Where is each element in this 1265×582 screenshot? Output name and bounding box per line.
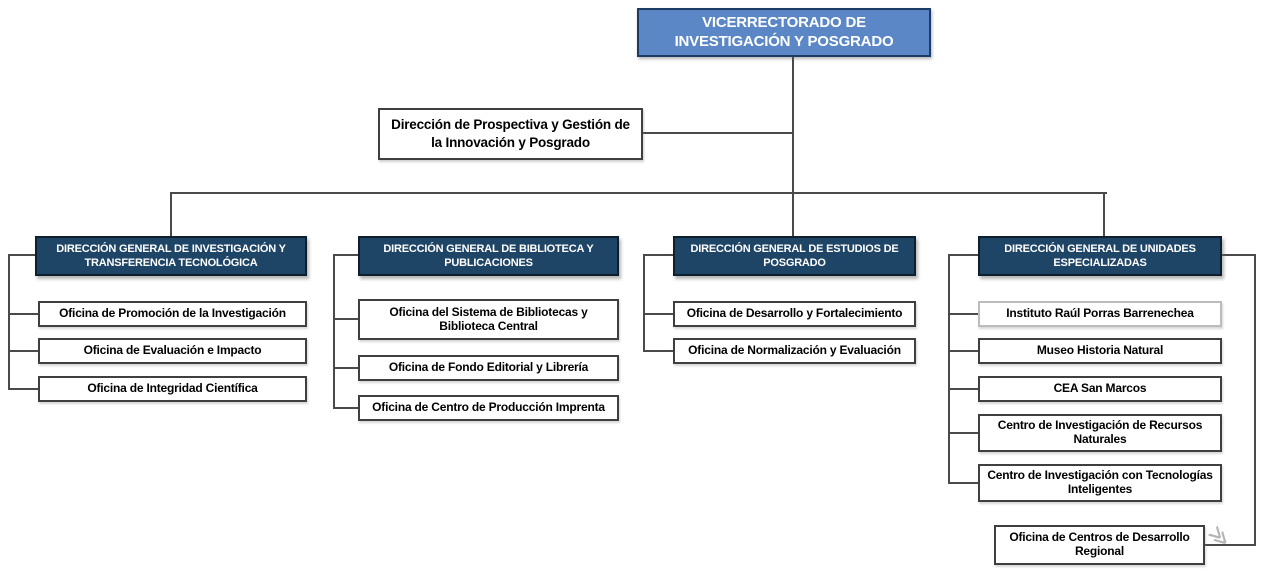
connector-col3-stub-1 xyxy=(643,313,673,315)
node-museo-historia-natural: Museo Historia Natural xyxy=(978,338,1222,364)
connector-right-rail xyxy=(1254,254,1256,546)
node-oficina-desarrollo-fortalecimiento: Oficina de Desarrollo y Fortalecimiento xyxy=(673,301,916,327)
node-oficina-normalizacion-evaluacion: Oficina de Normalización y Evaluación xyxy=(673,338,916,364)
connector-col4-stub-1 xyxy=(948,313,978,315)
node-oficina-sistema-bibliotecas: Oficina del Sistema de Bibliotecas y Bib… xyxy=(358,299,619,340)
connector-col3-stub-2 xyxy=(643,350,673,352)
connector-col4-stub-5 xyxy=(948,482,978,484)
connector-col4-stub-top xyxy=(948,254,978,256)
connector-col2-stub-top xyxy=(333,254,358,256)
node-centro-recursos-naturales: Centro de Investigación de Recursos Natu… xyxy=(978,414,1222,452)
connector-col1-stub-3 xyxy=(8,388,38,390)
connector-col2-stub-1 xyxy=(333,318,358,320)
connector-col1-stub-top xyxy=(8,254,35,256)
node-division-biblioteca-publicaciones: DIRECCIÓN GENERAL DE BIBLIOTECA Y PUBLIC… xyxy=(358,236,619,276)
connector-drop-division-1 xyxy=(170,192,172,236)
node-oficina-promocion-investigacion: Oficina de Promoción de la Investigación xyxy=(38,301,307,327)
connector-col4-stub-3 xyxy=(948,388,978,390)
connector-col2-rail xyxy=(333,254,335,409)
node-division-estudios-posgrado: DIRECCIÓN GENERAL DE ESTUDIOS DE POSGRAD… xyxy=(673,236,916,276)
connector-drop-division-3 xyxy=(792,192,794,236)
connector-staff-stub xyxy=(643,132,793,134)
connector-distribution-line xyxy=(170,192,1107,194)
connector-right-bottom xyxy=(1205,544,1256,546)
connector-col4-rail xyxy=(948,254,950,484)
connector-col2-stub-2 xyxy=(333,367,358,369)
node-vicerrectorado: VICERRECTORADO DE INVESTIGACIÓN Y POSGRA… xyxy=(637,8,931,57)
node-cea-san-marcos: CEA San Marcos xyxy=(978,376,1222,402)
connector-col1-stub-1 xyxy=(8,313,38,315)
connector-col1-stub-2 xyxy=(8,350,38,352)
node-oficina-centros-desarrollo-regional: Oficina de Centros de Desarrollo Regiona… xyxy=(994,525,1205,565)
connector-col2-stub-3 xyxy=(333,407,358,409)
connector-right-stub-top xyxy=(1222,254,1256,256)
node-centro-tecnologias-inteligentes: Centro de Investigación con Tecnologías … xyxy=(978,464,1222,502)
node-oficina-integridad-cientifica: Oficina de Integridad Científica xyxy=(38,376,307,402)
connector-col1-rail xyxy=(8,254,10,390)
connector-col4-stub-4 xyxy=(948,432,978,434)
node-oficina-evaluacion-impacto: Oficina de Evaluación e Impacto xyxy=(38,338,307,364)
node-division-unidades-especializadas: DIRECCIÓN GENERAL DE UNIDADES ESPECIALIZ… xyxy=(978,236,1222,276)
connector-drop-division-4 xyxy=(1103,192,1105,236)
node-direccion-prospectiva: Dirección de Prospectiva y Gestión de la… xyxy=(378,108,643,160)
connector-root-vertical xyxy=(792,57,794,193)
node-oficina-produccion-imprenta: Oficina de Centro de Producción Imprenta xyxy=(358,395,619,421)
connector-col3-rail xyxy=(643,254,645,352)
connector-col3-stub-top xyxy=(643,254,673,256)
connector-col4-stub-2 xyxy=(948,350,978,352)
node-instituto-raul-porras: Instituto Raúl Porras Barrenechea xyxy=(978,301,1222,327)
node-oficina-fondo-editorial: Oficina de Fondo Editorial y Librería xyxy=(358,355,619,381)
node-division-investigacion-transferencia: DIRECCIÓN GENERAL DE INVESTIGACIÓN Y TRA… xyxy=(35,236,307,276)
